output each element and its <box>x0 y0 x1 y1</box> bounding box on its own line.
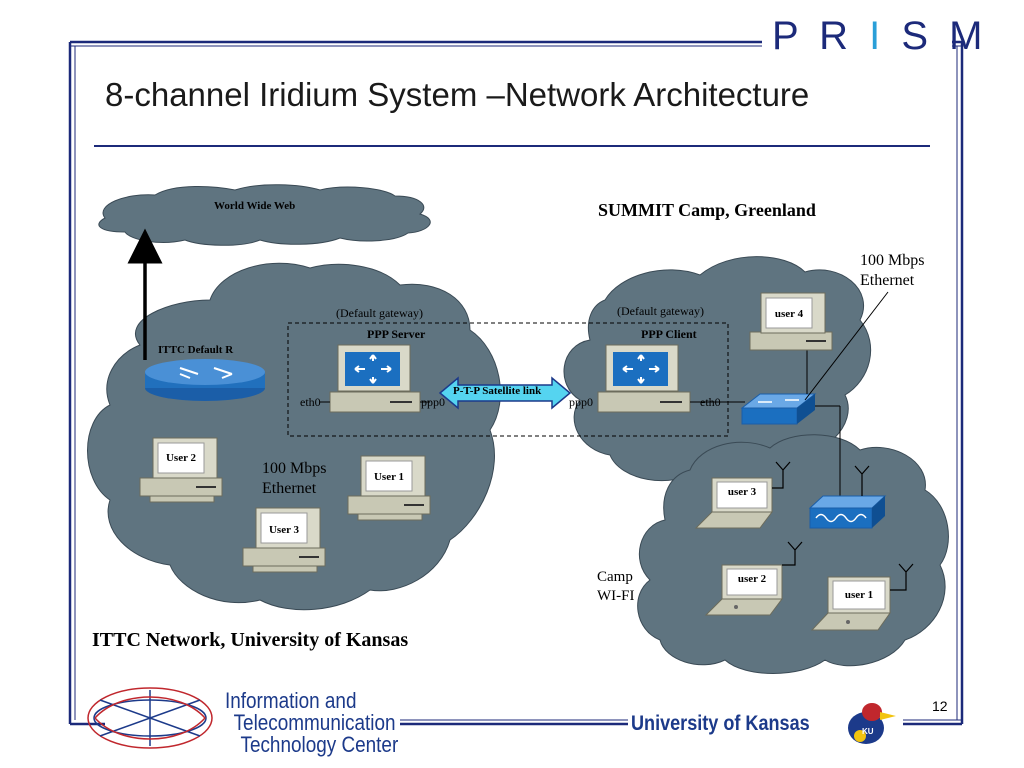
summit-heading: SUMMIT Camp, Greenland <box>598 200 816 220</box>
ppp-client-icon <box>597 344 745 413</box>
laptop-user1-icon <box>810 563 914 631</box>
laptop-label-user1: user 1 <box>844 589 874 601</box>
ittc-router-icon <box>145 359 265 401</box>
ittc-logo-icon <box>87 687 213 749</box>
ittc-heading: ITTC Network, University of Kansas <box>92 629 409 651</box>
ethernet-switch-icon <box>740 393 817 425</box>
laptop-label-user3: user 3 <box>727 486 757 498</box>
ittc-footer-name: Information and Telecommunication Techno… <box>225 690 398 756</box>
ppp-server-icon <box>320 344 430 413</box>
pc-label-user4: user 4 <box>774 308 804 320</box>
satellite-link-arrow <box>438 376 572 410</box>
ittc-line-1: Information and <box>225 688 357 713</box>
pc-user4-icon <box>749 292 833 351</box>
wireless-access-point-icon <box>808 465 887 529</box>
client-eth-label: eth0 <box>700 395 721 409</box>
pc-user1-icon <box>347 455 431 521</box>
ittc-router-label: ITTC Default R <box>158 344 234 356</box>
jayhawk-mascot-icon: KU <box>848 703 896 744</box>
www-cloud <box>98 184 431 246</box>
ethernet-left-label: 100 Mbps Ethernet <box>262 460 327 497</box>
ittc-line-2: Telecommunication <box>233 710 396 735</box>
satellite-link-label: P-T-P Satellite link <box>453 385 542 397</box>
university-name: University of Kansas <box>631 712 810 735</box>
server-ppp-label: ppp0 <box>421 395 445 409</box>
dashed-link-box <box>287 322 729 437</box>
client-ppp-label: ppp0 <box>569 395 593 409</box>
page-number: 12 <box>932 698 948 714</box>
svg-text:KU: KU <box>862 727 874 736</box>
pc-user3-icon <box>242 507 326 573</box>
slide-title: 8-channel Iridium System –Network Archit… <box>105 76 810 113</box>
client-gateway-label: (Default gateway) <box>617 304 704 318</box>
laptop-user3-icon <box>694 461 791 529</box>
laptop-user2-icon <box>704 541 803 616</box>
camp-wifi-label: Camp WI-FI <box>597 569 635 604</box>
ittc-line-3: Technology Center <box>240 732 399 757</box>
pc-label-user1: User 1 <box>373 471 405 483</box>
server-gateway-label: (Default gateway) <box>336 306 423 320</box>
client-label: PPP Client <box>641 327 697 341</box>
pc-label-user2: User 2 <box>165 452 197 464</box>
pc-label-user3: User 3 <box>268 524 300 536</box>
ethernet-right-label: 100 Mbps Ethernet <box>860 252 925 289</box>
server-eth-label: eth0 <box>300 395 321 409</box>
server-label: PPP Server <box>367 327 426 341</box>
pc-user2-icon <box>139 437 223 503</box>
laptop-label-user2: user 2 <box>737 573 767 585</box>
www-label: World Wide Web <box>214 200 296 212</box>
prism-logo: P R I S M <box>772 14 988 58</box>
